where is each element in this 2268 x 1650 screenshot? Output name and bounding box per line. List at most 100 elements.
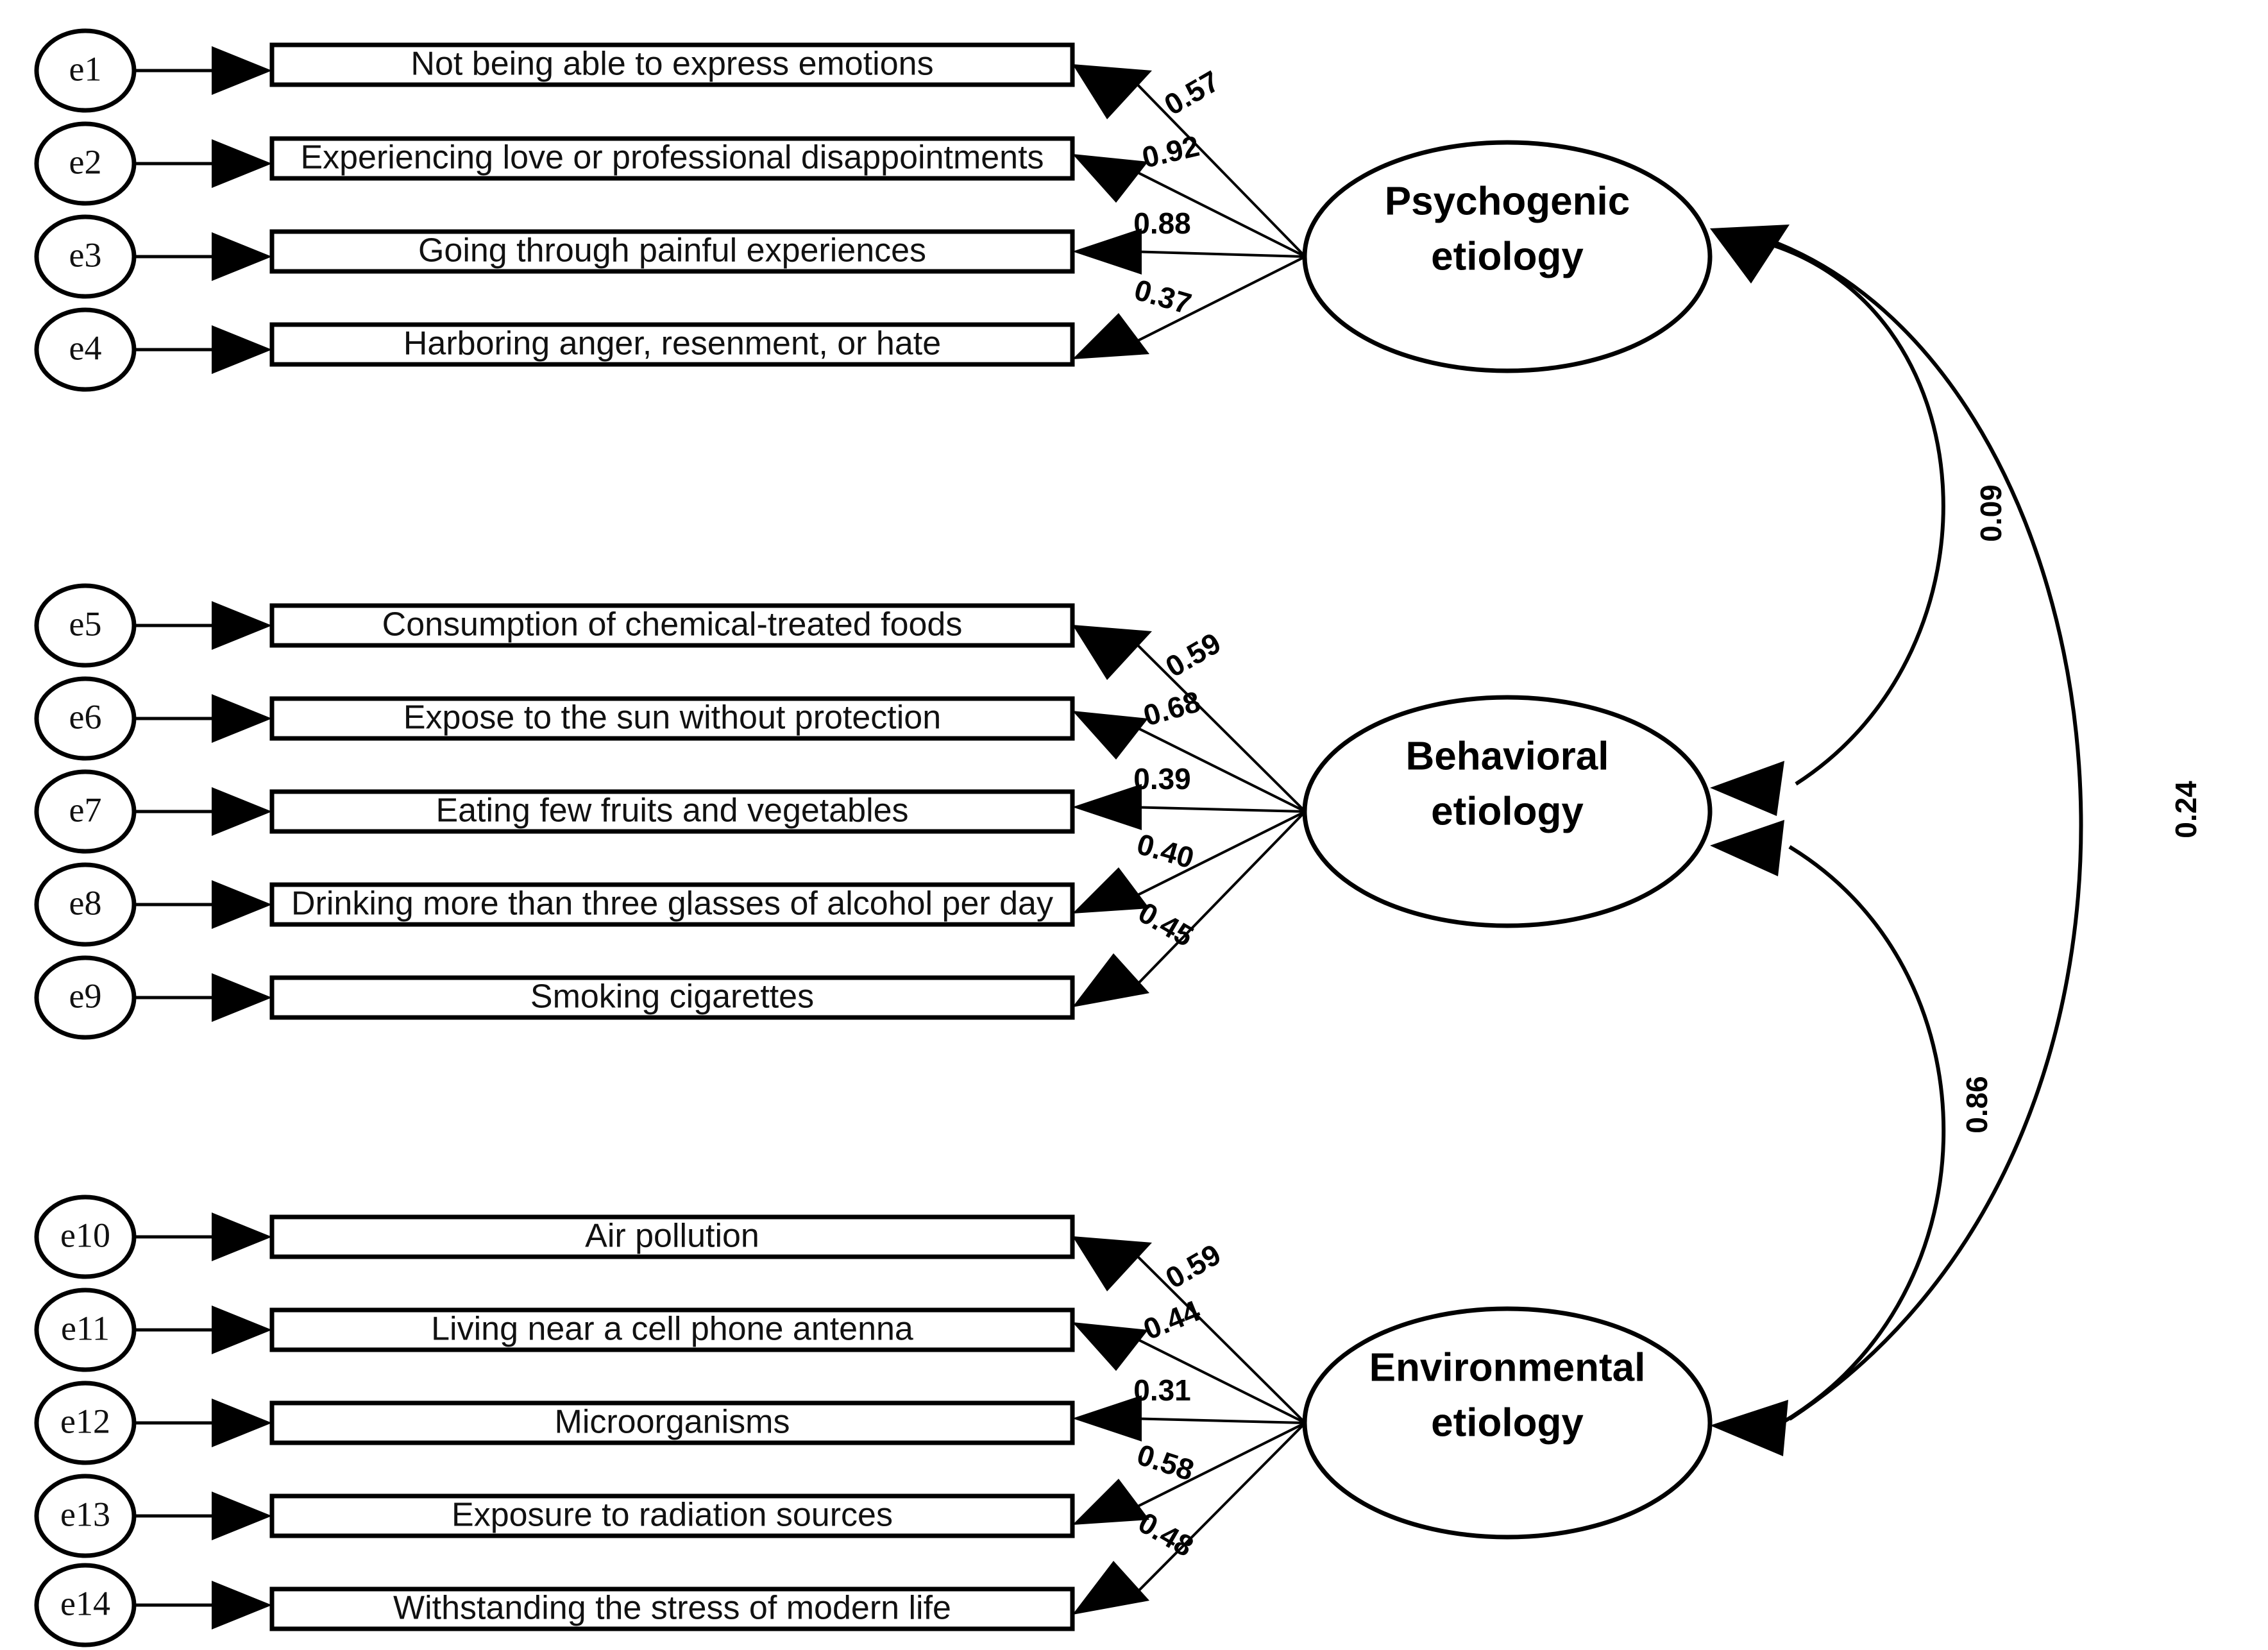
indicator-box-e8[interactable]: [269, 882, 1075, 927]
loading-value: 0.59: [1160, 1238, 1226, 1295]
indicator-row[interactable]: e8 Drinking more than three glasses of a…: [34, 862, 1075, 947]
arrow-head-icon: [1072, 953, 1149, 1007]
covariance-curve-beh-env[interactable]: [1769, 845, 1946, 1431]
indicator-label: Air pollution: [585, 1218, 759, 1255]
indicator-row[interactable]: e9 Smoking cigarettes: [34, 955, 1075, 1040]
loading-path: [1128, 250, 1306, 258]
error-label: e7: [69, 790, 102, 829]
indicator-box-e14[interactable]: [269, 1586, 1075, 1631]
indicator-row[interactable]: e11 Living near a cell phone antenna: [34, 1288, 1075, 1372]
arrow-head-icon: [1072, 784, 1142, 830]
arrow-head-icon: [212, 1492, 272, 1540]
indicator-box-e1[interactable]: [269, 42, 1075, 87]
indicator-box-e9[interactable]: [269, 975, 1075, 1020]
indicator-label: Eating few fruits and vegetables: [436, 792, 908, 829]
arrow-head-icon: [1710, 225, 1790, 284]
error-label: e8: [69, 883, 102, 922]
latent-label-line1: Psychogenic: [1385, 179, 1630, 223]
loading-path: [1128, 722, 1306, 813]
indicator-label: Harboring anger, resenment, or hate: [403, 325, 941, 362]
indicator-box-e11[interactable]: [269, 1307, 1075, 1352]
loading-path: [1128, 1334, 1306, 1424]
indicator-box-e4[interactable]: [269, 322, 1075, 367]
indicator-label: Withstanding the stress of modern life: [393, 1590, 951, 1627]
arrow-head-icon: [212, 694, 272, 743]
indicator-label: Consumption of chemical-treated foods: [382, 606, 963, 643]
indicator-box-e2[interactable]: [269, 136, 1075, 181]
latent-ellipse-psychogenic[interactable]: [1302, 140, 1713, 373]
covariance-group: 0.09 0.86 0.24: [1710, 225, 2203, 1456]
indicator-box-e10[interactable]: [269, 1214, 1075, 1259]
indicator-box-e6[interactable]: [269, 696, 1075, 741]
indicator-row[interactable]: e14 Withstanding the stress of modern li…: [34, 1563, 1075, 1647]
error-label: e3: [69, 235, 102, 274]
loading-path: [1128, 167, 1306, 258]
loading-value: 0.88: [1133, 207, 1191, 240]
indicator-label: Going through painful experiences: [418, 232, 926, 269]
arrow-head-icon: [212, 601, 272, 650]
latent-label-line1: Behavioral: [1405, 734, 1609, 778]
loading-value: 0.58: [1133, 1438, 1198, 1487]
indicator-row[interactable]: e2 Experiencing love or professional dis…: [34, 121, 1075, 206]
indicator-box-e12[interactable]: [269, 1400, 1075, 1445]
indicator-row[interactable]: e10 Air pollution: [34, 1195, 1075, 1279]
arrow-head-icon: [212, 787, 272, 836]
indicator-label: Expose to the sun without protection: [403, 699, 941, 736]
arrow-head-icon: [1072, 867, 1149, 914]
loading-path: [1128, 1246, 1307, 1424]
error-label: e1: [69, 49, 102, 88]
loading-path: [1128, 810, 1307, 994]
latent-label-line2: etiology: [1431, 1400, 1584, 1445]
indicator-row[interactable]: e6 Expose to the sun without protection: [34, 676, 1075, 761]
indicator-label: Smoking cigarettes: [530, 978, 814, 1016]
loading-value: 0.44: [1138, 1293, 1205, 1346]
indicator-label: Exposure to radiation sources: [452, 1497, 893, 1534]
arrow-head-icon: [1072, 1236, 1152, 1291]
indicator-row[interactable]: e5 Consumption of chemical-treated foods: [34, 583, 1075, 668]
indicator-row[interactable]: e1 Not being able to express emotions: [34, 28, 1075, 113]
latent-ellipse-environmental[interactable]: [1302, 1306, 1713, 1540]
error-label: e9: [69, 976, 102, 1015]
arrow-head-icon: [1072, 313, 1149, 359]
latent-label-line1: Environmental: [1369, 1345, 1646, 1390]
arrow-head-icon: [1072, 228, 1142, 275]
factor-group-psychogenic: e1 Not being able to express emotions e2…: [34, 28, 1713, 392]
arrow-head-icon: [212, 1306, 272, 1354]
indicator-row[interactable]: e3 Going through painful experiences: [34, 214, 1075, 299]
loading-value: 0.59: [1160, 626, 1226, 684]
loading-value: 0.31: [1133, 1374, 1191, 1407]
indicator-label: Not being able to express emotions: [410, 46, 933, 83]
error-label: e12: [60, 1402, 110, 1440]
covariance-curve-psy-env[interactable]: [1757, 234, 2083, 1421]
indicator-row[interactable]: e12 Microorganisms: [34, 1381, 1075, 1465]
indicator-row[interactable]: e13 Exposure to radiation sources: [34, 1474, 1075, 1558]
arrow-head-icon: [212, 1581, 272, 1629]
arrow-head-icon: [1072, 64, 1152, 119]
indicator-row[interactable]: e7 Eating few fruits and vegetables: [34, 769, 1075, 854]
latent-ellipse-behavioral[interactable]: [1302, 695, 1713, 928]
loading-path: [1128, 635, 1307, 813]
indicator-box-e7[interactable]: [269, 789, 1075, 834]
arrow-head-icon: [1072, 625, 1152, 680]
error-label: e2: [69, 142, 102, 181]
latent-label-line2: etiology: [1431, 789, 1584, 833]
covariance-value-psy-env: 0.24: [2169, 781, 2203, 838]
indicator-box-e5[interactable]: [269, 603, 1075, 648]
indicator-box-e13[interactable]: [269, 1493, 1075, 1538]
covariance-value-beh-env: 0.86: [1960, 1076, 1993, 1134]
loading-path: [1128, 1422, 1307, 1602]
arrow-head-icon: [1072, 1395, 1142, 1442]
loading-path: [1128, 810, 1306, 901]
arrow-head-icon: [1710, 820, 1784, 876]
loading-path: [1128, 1417, 1306, 1424]
arrow-head-icon: [1072, 1479, 1149, 1525]
loading-value: 0.68: [1140, 685, 1204, 733]
factor-group-behavioral: e5 Consumption of chemical-treated foods…: [34, 583, 1713, 1040]
arrow-head-icon: [212, 1212, 272, 1261]
error-label: e10: [60, 1216, 110, 1254]
covariance-curve-psy-beh[interactable]: [1757, 239, 1945, 786]
error-label: e13: [60, 1495, 110, 1533]
indicator-row[interactable]: e4 Harboring anger, resenment, or hate: [34, 307, 1075, 392]
